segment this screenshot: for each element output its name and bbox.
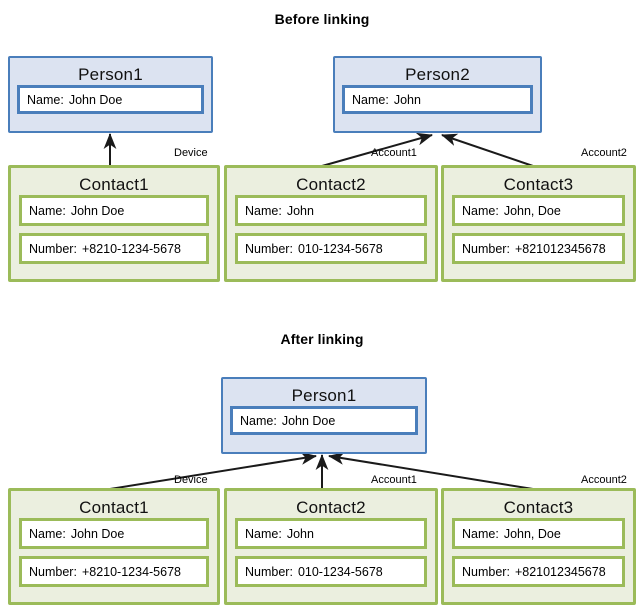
field-label-number: Number: [29, 564, 77, 579]
entity-title-contact2-after: Contact2 [296, 498, 366, 517]
entity-contact3-before[interactable]: Contact3 Name: John, Doe Number: +821012… [441, 165, 636, 282]
field-name-person2-before[interactable]: Name: John [342, 85, 533, 114]
field-value-name: John Doe [70, 203, 125, 218]
field-label-name: Name: [462, 526, 499, 541]
field-name-contact2-before[interactable]: Name: John [235, 195, 427, 226]
field-value-number: 010-1234-5678 [297, 241, 383, 256]
field-value-name: John Doe [70, 526, 125, 541]
arrow-contact1-to-person1-after [109, 452, 317, 490]
field-label-number: Number: [462, 241, 510, 256]
field-value-number: +821012345678 [514, 564, 606, 579]
field-value-name: John Doe [281, 413, 336, 428]
field-label-name: Name: [245, 526, 282, 541]
field-value-number: +8210-1234-5678 [81, 241, 181, 256]
fields-contact1-after: Name: John Doe Number: +8210-1234-5678 [19, 518, 209, 587]
field-label-name: Name: [462, 203, 499, 218]
section-title-after-linking: After linking [280, 331, 364, 347]
field-value-name: John [286, 526, 314, 541]
field-name-contact1-before[interactable]: Name: John Doe [19, 195, 209, 226]
edge-label-account2-before: Account2 [581, 147, 627, 159]
field-label-name: Name: [29, 526, 66, 541]
entity-contact1-before[interactable]: Contact1 Name: John Doe Number: +8210-12… [8, 165, 220, 282]
fields-person2-before: Name: John [342, 85, 533, 114]
fields-contact3-after: Name: John, Doe Number: +821012345678 [452, 518, 625, 587]
field-number-contact2-before[interactable]: Number: 010-1234-5678 [235, 233, 427, 264]
field-value-name: John, Doe [503, 526, 561, 541]
entity-person1-after[interactable]: Person1 Name: John Doe [221, 377, 427, 454]
entity-title-person2-before: Person2 [405, 65, 470, 84]
entity-title-contact2-before: Contact2 [296, 175, 366, 194]
field-name-contact1-after[interactable]: Name: John Doe [19, 518, 209, 549]
field-label-number: Number: [245, 564, 293, 579]
entity-person1-before[interactable]: Person1 Name: John Doe [8, 56, 213, 133]
field-number-contact1-before[interactable]: Number: +8210-1234-5678 [19, 233, 209, 264]
field-name-contact3-after[interactable]: Name: John, Doe [452, 518, 625, 549]
field-label-name: Name: [352, 92, 389, 107]
entity-title-person1-after: Person1 [291, 386, 357, 405]
field-value-name: John [286, 203, 314, 218]
fields-person1-after: Name: John Doe [230, 406, 418, 435]
field-label-name: Name: [29, 203, 66, 218]
fields-contact1-before: Name: John Doe Number: +8210-1234-5678 [19, 195, 209, 264]
field-label-number: Number: [245, 241, 293, 256]
arrow-contact3-to-person1-after [328, 452, 534, 490]
edge-label-account1-before: Account1 [371, 147, 417, 159]
field-value-name: John Doe [68, 92, 123, 107]
entity-contact1-after[interactable]: Contact1 Name: John Doe Number: +8210-12… [8, 488, 220, 605]
edge-label-account1-after: Account1 [371, 474, 417, 486]
entity-contact2-before[interactable]: Contact2 Name: John Number: 010-1234-567… [224, 165, 438, 282]
fields-contact3-before: Name: John, Doe Number: +821012345678 [452, 195, 625, 264]
field-label-name: Name: [240, 413, 277, 428]
edge-label-device-before: Device [174, 147, 208, 159]
fields-person1-before: Name: John Doe [17, 85, 204, 114]
entity-title-person1-before: Person1 [78, 65, 143, 84]
fields-contact2-after: Name: John Number: 010-1234-5678 [235, 518, 427, 587]
field-value-number: +821012345678 [514, 241, 606, 256]
edge-label-account2-after: Account2 [581, 474, 627, 486]
field-name-person1-before[interactable]: Name: John Doe [17, 85, 204, 114]
arrow-contact3-to-person2-before [441, 133, 534, 167]
field-number-contact3-before[interactable]: Number: +821012345678 [452, 233, 625, 264]
section-title-before-linking: Before linking [274, 11, 370, 27]
field-number-contact3-after[interactable]: Number: +821012345678 [452, 556, 625, 587]
fields-contact2-before: Name: John Number: 010-1234-5678 [235, 195, 427, 264]
entity-title-contact1-after: Contact1 [79, 498, 149, 517]
entity-title-contact3-after: Contact3 [503, 498, 574, 517]
entity-title-contact1-before: Contact1 [79, 175, 149, 194]
edge-label-device-after: Device [174, 474, 208, 486]
field-label-number: Number: [462, 564, 510, 579]
field-name-contact2-after[interactable]: Name: John [235, 518, 427, 549]
field-label-name: Name: [245, 203, 282, 218]
entity-contact2-after[interactable]: Contact2 Name: John Number: 010-1234-567… [224, 488, 438, 605]
field-number-contact1-after[interactable]: Number: +8210-1234-5678 [19, 556, 209, 587]
field-name-person1-after[interactable]: Name: John Doe [230, 406, 418, 435]
field-number-contact2-after[interactable]: Number: 010-1234-5678 [235, 556, 427, 587]
field-value-name: John, Doe [503, 203, 561, 218]
entity-contact3-after[interactable]: Contact3 Name: John, Doe Number: +821012… [441, 488, 636, 605]
field-label-number: Number: [29, 241, 77, 256]
field-value-number: 010-1234-5678 [297, 564, 383, 579]
field-label-name: Name: [27, 92, 64, 107]
field-name-contact3-before[interactable]: Name: John, Doe [452, 195, 625, 226]
field-value-number: +8210-1234-5678 [81, 564, 181, 579]
entity-title-contact3-before: Contact3 [503, 175, 574, 194]
entity-person2-before[interactable]: Person2 Name: John [333, 56, 542, 133]
field-value-name: John [393, 92, 421, 107]
